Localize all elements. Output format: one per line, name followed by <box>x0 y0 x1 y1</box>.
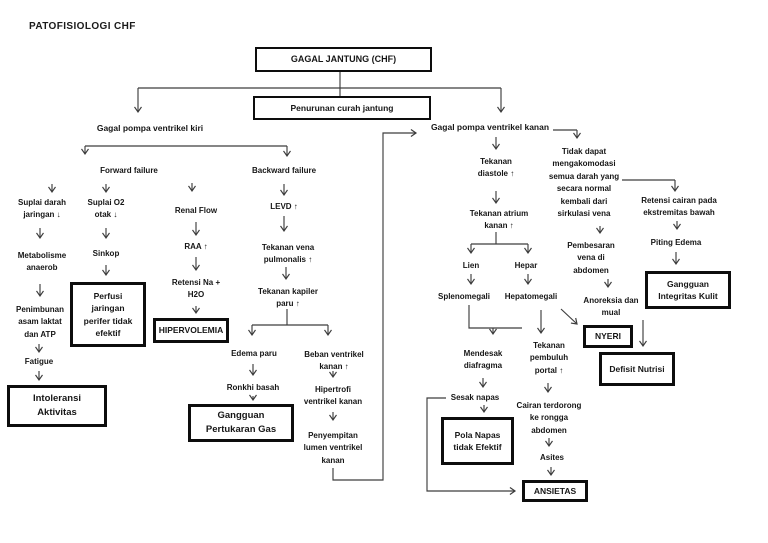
lien-label: Lien <box>462 261 480 270</box>
renal-flow-label: Renal Flow <box>174 206 218 215</box>
gpv-kiri-label: Gagal pompa ventrikel kiri <box>96 123 204 133</box>
splenomegali-label: Splenomegali <box>437 292 490 301</box>
hipertrofi-label: Hipertrofi ventrikel kanan <box>303 385 363 407</box>
pola-napas-box: Pola Napas tidak Efektif <box>441 417 514 465</box>
edema-paru-label: Edema paru <box>231 349 277 358</box>
beban-label: Beban ventrikel kanan ↑ <box>304 350 364 372</box>
retensi-na-label: Retensi Na + H2O <box>171 278 221 300</box>
levd-label: LEVD ↑ <box>270 202 298 211</box>
penimbunan-label: Penimbunan asam laktat dan ATP <box>15 305 64 339</box>
suplai-o2-label: Suplai O2 otak ↓ <box>87 198 125 220</box>
ronkhi-label: Ronkhi basah <box>226 383 280 392</box>
hipervolemia-box: HIPERVOLEMIA <box>153 318 229 343</box>
penyempitan-label: Penyempitan lumen ventrikel kanan <box>303 431 363 465</box>
backward-label: Backward failure <box>251 166 317 175</box>
mendesak-label: Mendesak diafragma <box>463 349 503 371</box>
tekanan-atrium-label: Tekanan atrium kanan ↑ <box>469 209 529 231</box>
forward-label: Forward failure <box>100 166 158 175</box>
raa-label: RAA ↑ <box>184 242 208 251</box>
nyeri-box: NYERI <box>583 325 633 348</box>
gpv-kanan-label: Gagal pompa ventrikel kanan <box>430 122 550 132</box>
suplai-darah-label: Suplai darah jaringan ↓ <box>17 198 66 220</box>
tekanan-diastole-label: Tekanan diastole ↑ <box>477 157 515 179</box>
gangguan-gas-box: Gangguan Pertukaran Gas <box>188 404 294 442</box>
fatigue-label: Fatigue <box>24 357 54 366</box>
piting-label: Piting Edema <box>650 238 702 247</box>
penurunan-box: Penurunan curah jantung <box>253 96 431 120</box>
gangguan-kulit-box: Gangguan Integritas Kulit <box>645 271 731 309</box>
page-title: PATOFISIOLOGI CHF <box>29 21 136 32</box>
pembesaran-label: Pembesaran vena di abdomen <box>567 241 615 275</box>
tidak-dapat-label: Tidak dapat mengakomodasi semua darah ya… <box>548 147 620 218</box>
sinkop-label: Sinkop <box>92 249 120 258</box>
perfusi-box: Perfusi jaringan perifer tidak efektif <box>70 282 146 347</box>
hepar-label: Hepar <box>514 261 538 270</box>
retensi-cairan-label: Retensi cairan pada ekstremitas bawah <box>641 196 717 218</box>
metabolisme-label: Metabolisme anaerob <box>17 251 67 273</box>
intoleransi-box: Intoleransi Aktivitas <box>7 385 107 427</box>
hepatomegali-label: Hepatomegali <box>504 292 558 301</box>
sesak-label: Sesak napas <box>450 393 500 402</box>
cairan-label: Cairan terdorong ke rongga abdomen <box>516 401 582 435</box>
tekanan-vena-label: Tekanan vena pulmonalis ↑ <box>261 243 315 265</box>
anoreksia-label: Anoreksia dan mual <box>583 296 639 318</box>
gagal-jantung-box: GAGAL JANTUNG (CHF) <box>255 47 432 72</box>
tekanan-portal-label: Tekanan pembuluh portal ↑ <box>529 341 569 375</box>
ansietas-box: ANSIETAS <box>522 480 588 502</box>
asites-label: Asites <box>539 453 564 462</box>
defisit-box: Defisit Nutrisi <box>599 352 675 386</box>
tekanan-kapiler-label: Tekanan kapiler paru ↑ <box>258 287 318 309</box>
